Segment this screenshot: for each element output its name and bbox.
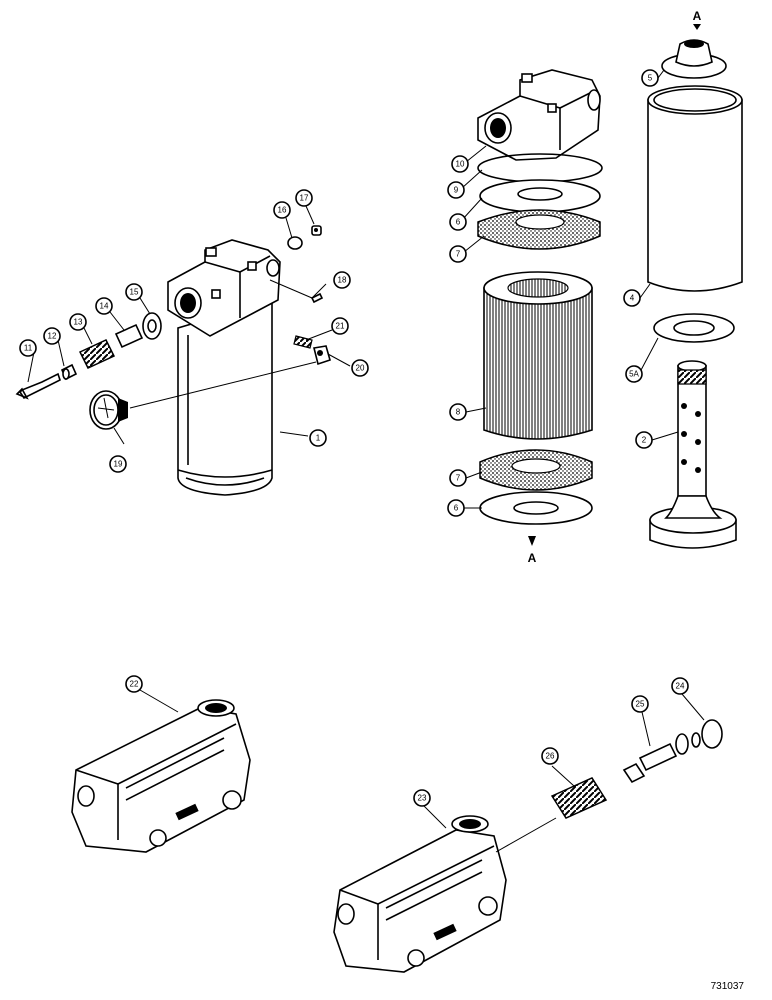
- callout-11: 11: [19, 339, 37, 357]
- cap-5: [661, 39, 727, 79]
- svg-text:16: 16: [278, 206, 287, 215]
- callout-26: 26: [541, 747, 559, 765]
- callout-16: 16: [273, 201, 291, 219]
- elbow-20: [313, 345, 331, 366]
- svg-text:14: 14: [100, 302, 109, 311]
- callout-5a: 5A: [625, 365, 643, 383]
- svg-text:19: 19: [114, 460, 123, 469]
- washer-6-top: [479, 179, 601, 213]
- callout-1: 1: [309, 429, 327, 447]
- callout-9: 9: [447, 181, 465, 199]
- svg-text:7: 7: [456, 250, 461, 259]
- svg-text:22: 22: [130, 680, 139, 689]
- callout-18: 18: [333, 271, 351, 289]
- spring-26: [550, 777, 608, 819]
- svg-text:26: 26: [546, 752, 555, 761]
- svg-text:7: 7: [456, 474, 461, 483]
- callout-7-top: 7: [449, 245, 467, 263]
- pin-18: [310, 292, 324, 304]
- svg-text:1: 1: [316, 434, 321, 443]
- svg-text:8: 8: [456, 408, 461, 417]
- svg-text:18: 18: [338, 276, 347, 285]
- callout-7-bottom: 7: [449, 469, 467, 487]
- callout-22: 22: [125, 675, 143, 693]
- nut-12: [60, 363, 78, 381]
- callout-24: 24: [671, 677, 689, 695]
- filter-housing-assembly: [167, 239, 281, 496]
- callout-14: 14: [95, 297, 113, 315]
- svg-text:25: 25: [636, 700, 645, 709]
- svg-text:21: 21: [336, 322, 345, 331]
- head-10: [477, 69, 601, 161]
- drawing-number: 731037: [710, 981, 744, 992]
- filter-element-8: [483, 271, 593, 440]
- center-tube-2: [649, 360, 737, 549]
- svg-text:5: 5: [648, 74, 653, 83]
- washer-15: [142, 312, 162, 340]
- piston-14: [114, 323, 144, 349]
- callout-4: 4: [623, 289, 641, 307]
- washer-6-bottom: [479, 491, 593, 525]
- svg-text:15: 15: [130, 288, 139, 297]
- gauge-19: [89, 390, 128, 430]
- callout-6-bottom: 6: [447, 499, 465, 517]
- section-mark-top: A: [693, 9, 702, 23]
- spring-13: [78, 339, 116, 369]
- svg-text:23: 23: [418, 794, 427, 803]
- svg-text:6: 6: [456, 218, 461, 227]
- callout-13: 13: [69, 313, 87, 331]
- svg-text:20: 20: [356, 364, 365, 373]
- callout-15: 15: [125, 283, 143, 301]
- washer-5a: [653, 313, 735, 343]
- section-mark-bottom: A: [528, 551, 537, 565]
- svg-text:11: 11: [24, 344, 33, 353]
- callout-19: 19: [109, 455, 127, 473]
- valve-housing-22: [71, 699, 251, 853]
- svg-text:24: 24: [676, 682, 685, 691]
- fitting-21: [293, 335, 313, 349]
- callout-5: 5: [641, 69, 659, 87]
- callout-2: 2: [635, 431, 653, 449]
- snap-ring-24: [701, 719, 723, 749]
- svg-text:4: 4: [630, 294, 635, 303]
- svg-text:12: 12: [48, 332, 57, 341]
- cap-17: [311, 225, 322, 236]
- svg-text:5A: 5A: [629, 370, 639, 379]
- svg-text:13: 13: [74, 318, 83, 327]
- svg-text:6: 6: [454, 504, 459, 513]
- callout-21: 21: [331, 317, 349, 335]
- washer-16: [287, 236, 303, 250]
- shell-4: [647, 85, 743, 292]
- callout-6-top: 6: [449, 213, 467, 231]
- svg-text:10: 10: [456, 160, 465, 169]
- valve-housing-23: [333, 815, 507, 973]
- callout-20: 20: [351, 359, 369, 377]
- callout-8: 8: [449, 403, 467, 421]
- callout-17: 17: [295, 189, 313, 207]
- svg-text:2: 2: [642, 436, 647, 445]
- felt-7-top: [477, 209, 601, 250]
- felt-7-bottom: [479, 449, 593, 491]
- callout-25: 25: [631, 695, 649, 713]
- bolt-11: [15, 372, 61, 400]
- callout-10: 10: [451, 155, 469, 173]
- callout-23: 23: [413, 789, 431, 807]
- valve-25: [622, 732, 701, 784]
- callout-12: 12: [43, 327, 61, 345]
- svg-text:17: 17: [300, 194, 309, 203]
- svg-text:9: 9: [454, 186, 459, 195]
